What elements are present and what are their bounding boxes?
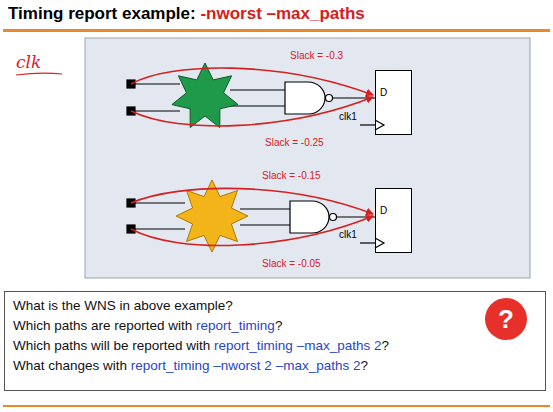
question-line: What changes with report_timing –nworst … — [13, 356, 537, 376]
clock-pin-name: clk1 — [339, 111, 357, 122]
slide-title: Timing report example: -nworst –max_path… — [8, 4, 365, 24]
pin-name: D — [380, 87, 387, 98]
bottom-circuit — [127, 188, 412, 253]
top-circuit — [127, 70, 412, 135]
badge-symbol: ? — [498, 306, 514, 332]
footer-rule — [3, 405, 550, 407]
question-box: What is the WNS in above example?Which p… — [4, 291, 546, 391]
pin-name: D — [380, 205, 387, 216]
slack-value: Slack = -0.05 — [262, 258, 321, 269]
title-underline — [3, 29, 550, 32]
handwritten-note: clk — [16, 52, 41, 72]
slack-value: Slack = -0.25 — [265, 137, 324, 148]
flip-flop: D — [375, 70, 412, 135]
timing-paths — [131, 68, 373, 246]
clock-pin-name: clk1 — [339, 229, 357, 240]
slack-value: Slack = -0.15 — [262, 170, 321, 181]
question-line: Which paths will be reported with report… — [13, 336, 537, 356]
flip-flop: D — [375, 188, 412, 253]
diagram-panel — [85, 38, 530, 278]
question-line: Which paths are reported with report_tim… — [13, 316, 537, 336]
question-mark-badge: ? — [485, 298, 527, 340]
logic-cloud-star — [172, 63, 238, 128]
slack-value: Slack = -0.3 — [290, 50, 343, 61]
hand-underline — [16, 73, 62, 75]
question-line: What is the WNS in above example? — [13, 296, 537, 316]
